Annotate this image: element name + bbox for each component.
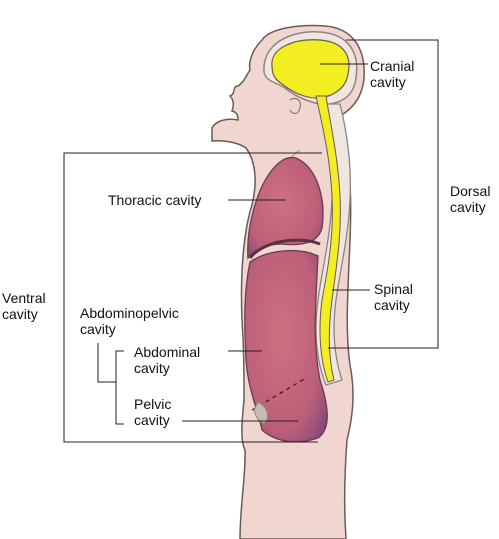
- cranial-cavity-shape: [271, 39, 350, 99]
- hip-bone: [253, 401, 269, 424]
- abdominopelvic-cavity: [244, 249, 328, 443]
- pelvic-label: Pelvic cavity: [134, 396, 172, 428]
- spinal-label: Spinal cavity: [374, 281, 413, 313]
- ventral-bracket: [63, 152, 322, 443]
- abdominal-label: Abdominal cavity: [134, 344, 201, 376]
- abdominopelvic-bracket: [97, 343, 116, 383]
- dorsal-label: Dorsal cavity: [450, 183, 491, 215]
- ear: [289, 97, 301, 115]
- diaphragm: [248, 238, 321, 260]
- dorsal-bracket: [328, 39, 439, 349]
- spinal-cavity-shape: [315, 95, 341, 383]
- abdominopelvic-label: Abdominopelvic cavity: [80, 305, 179, 337]
- subdivision-bracket: [115, 350, 124, 425]
- ventral-label: Ventral cavity: [2, 290, 46, 322]
- cranial-label: Cranial cavity: [370, 58, 415, 90]
- thoracic-label: Thoracic cavity: [108, 192, 202, 208]
